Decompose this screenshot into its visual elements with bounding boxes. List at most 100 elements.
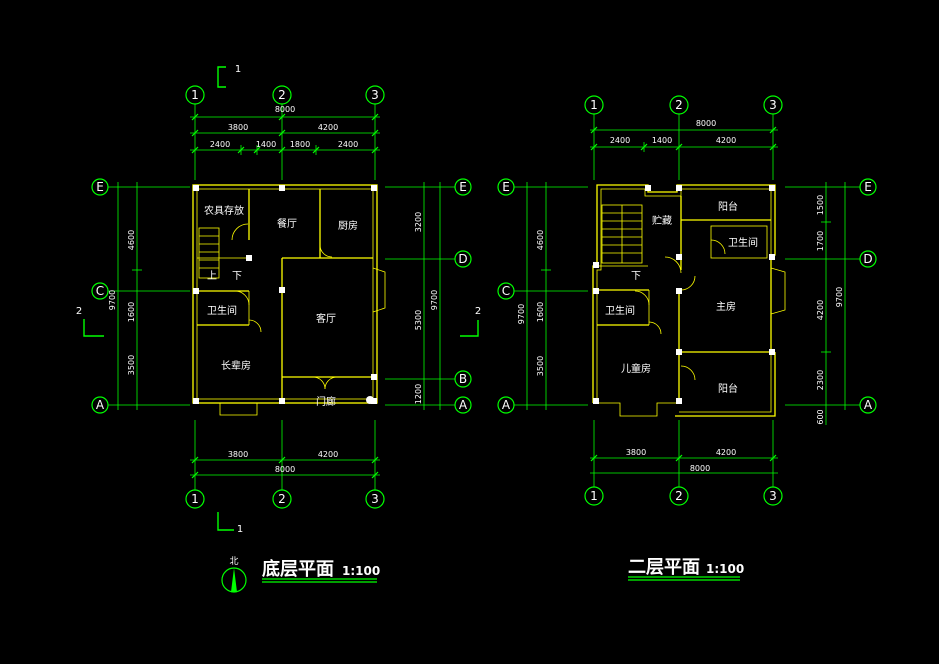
plan-scale-ground: 1:100 [342,564,380,578]
room-label-kitchen: 厨房 [338,219,358,232]
svg-text:1: 1 [590,489,598,503]
room-label-porch: 门廊 [316,395,336,408]
room2-label-balcony-top: 阳台 [718,200,738,213]
grid-bubble2-top-2: 2 [669,95,689,115]
dim2-left-total: 9700 [517,304,526,324]
dim2-top-sub-2: 1400 [652,136,672,145]
dim2-top-total: 8000 [696,119,716,128]
svg-text:D: D [458,252,467,266]
svg-text:A: A [96,398,105,412]
dim2-top-sub-3: 4200 [716,136,736,145]
dim-bottom-total: 8000 [275,465,295,474]
room2-label-storage: 贮藏 [652,214,672,227]
grid-bubble-right-A: A [454,396,472,414]
dim-top-sub-1: 2400 [210,140,230,149]
svg-text:3: 3 [769,489,777,503]
room-label-living: 客厅 [316,312,336,325]
dim-left-1: 4600 [127,230,136,250]
dim2-right-2: 1700 [816,231,825,251]
grid-bubble2-left-A: A [497,396,515,414]
grid-bubble-left-C: C [91,282,109,300]
svg-text:2: 2 [278,492,286,506]
grid-bubble-top-1: 1 [185,85,205,105]
section-mark-bottom-label: 1 [237,524,243,535]
section-mark-top-label: 1 [235,64,241,75]
plan-title-second: 二层平面 [628,557,700,578]
plan-scale-second: 1:100 [706,562,744,576]
room2-label-balcony-bottom: 阳台 [718,382,738,395]
svg-text:A: A [864,398,873,412]
svg-text:E: E [864,180,872,194]
svg-text:1: 1 [191,492,199,506]
dim2-top-sub-1: 2400 [610,136,630,145]
room-label-elder-bedroom: 长辈房 [221,359,251,372]
dim-top-mid-2: 4200 [318,123,338,132]
grid-bubble2-right-D: D [859,250,877,268]
dim-top-sub-3: 1800 [290,140,310,149]
dim2-bottom-total: 8000 [690,464,710,473]
svg-text:2: 2 [278,88,286,102]
svg-text:3: 3 [371,88,379,102]
dim2-left-2: 1600 [536,302,545,322]
svg-text:3: 3 [371,492,379,506]
room-label-bathroom: 卫生间 [207,304,237,317]
dim2-bottom-2: 4200 [716,448,736,457]
dim-right-total: 9700 [430,290,439,310]
grid-bubble-bottom-1: 1 [185,489,205,509]
grid-bubble-left-E: E [91,178,109,196]
dim2-left-1: 4600 [536,230,545,250]
dim-left-3: 3500 [127,355,136,375]
grid-bubble2-top-3: 3 [763,95,783,115]
dim-ticks-2 [590,126,777,462]
dim2-right-total: 9700 [835,287,844,307]
dim-bottom-2: 4200 [318,450,338,459]
dim2-left-3: 3500 [536,356,545,376]
grid-bubble2-bottom-2: 2 [669,486,689,506]
room-label-dining: 餐厅 [277,217,297,230]
second-floor-walls [592,184,786,417]
svg-text:2: 2 [675,98,683,112]
section-mark-right: 2 [460,306,481,337]
stair2-down-label: 下 [631,271,641,282]
svg-text:C: C [96,284,104,298]
dim-left-total: 9700 [108,290,117,310]
ground-floor-plan: 1 1 2 1 2 3 1 2 3 E C A E D B A [76,64,472,593]
grid-leaders-2 [514,114,860,487]
room-label-storage: 农具存放 [204,204,244,217]
svg-text:B: B [459,372,467,386]
svg-text:1: 1 [191,88,199,102]
section-mark-left-label: 2 [76,306,82,317]
grid-bubble2-right-A: A [859,396,877,414]
grid-bubble2-left-E: E [497,178,515,196]
dim2-right-3: 4200 [816,300,825,320]
grid-bubble-top-2: 2 [272,85,292,105]
svg-text:E: E [96,180,104,194]
dim-top-total: 8000 [275,105,295,114]
plan-title-ground: 底层平面 [262,558,334,580]
stair-up-label: 上 [207,270,217,282]
grid-bubble-left-A: A [91,396,109,414]
svg-text:E: E [459,180,467,194]
grid-bubble-bottom-3: 3 [365,489,385,509]
svg-text:E: E [502,180,510,194]
room2-label-children: 儿童房 [621,362,651,375]
ground-floor-columns [193,185,377,404]
section-mark-bottom: 1 [217,512,243,535]
grid-bubble-right-E: E [454,178,472,196]
svg-text:A: A [502,398,511,412]
room2-label-master: 主房 [716,300,736,313]
svg-text:3: 3 [769,98,777,112]
second-floor-columns [593,185,775,404]
svg-text:C: C [502,284,510,298]
grid-bubble-right-D: D [454,250,472,268]
dim2-right-4: 2300 [816,370,825,390]
grid-bubble-top-3: 3 [365,85,385,105]
stair-down-label: 下 [232,271,242,282]
grid-bubble2-right-E: E [859,178,877,196]
svg-text:1: 1 [590,98,598,112]
grid-bubble2-bottom-1: 1 [584,486,604,506]
grid-bubble-right-B: B [454,370,472,388]
dim2-right-1: 1500 [816,195,825,215]
grid-bubble2-bottom-3: 3 [763,486,783,506]
